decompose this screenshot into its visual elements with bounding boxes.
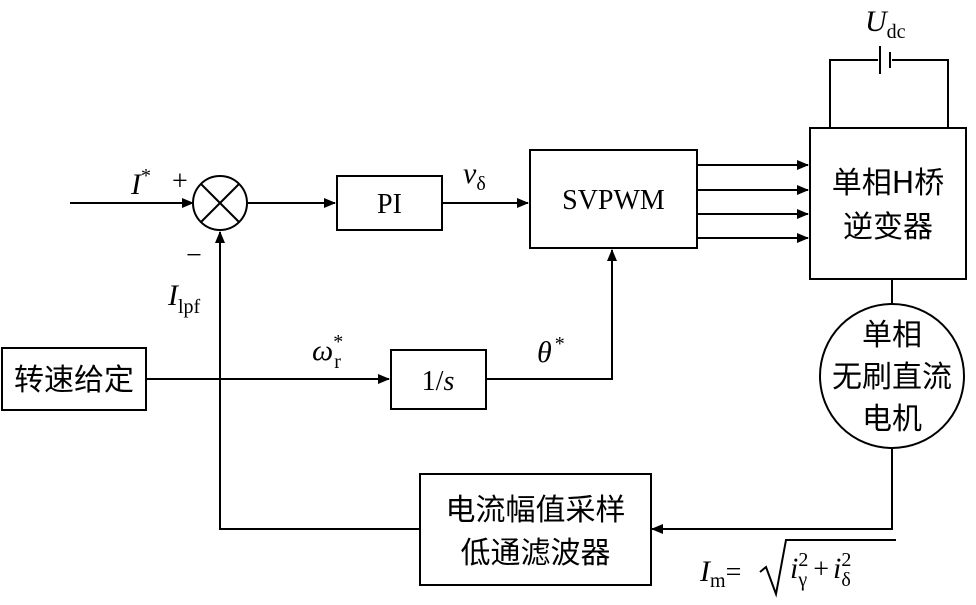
integrator-block: 1/s <box>390 349 487 410</box>
speed-ref-block: 转速给定 <box>1 347 147 411</box>
feedback-wire <box>215 231 420 530</box>
dc-supply-wire-left <box>829 59 878 128</box>
angle-label: θ* <box>537 333 565 369</box>
angle-wire <box>486 249 617 380</box>
inverter-label-line1: 单相H桥 <box>832 166 945 201</box>
motor-to-sampler-wire <box>651 448 893 534</box>
sampler-filter-block: 电流幅值采样 低通滤波器 <box>419 473 652 586</box>
speed-ref-label: 转速给定 <box>14 363 134 398</box>
svpwm-label: SVPWM <box>562 185 665 216</box>
pi-label: PI <box>377 189 402 220</box>
svpwm-block: SVPWM <box>529 149 698 249</box>
inverter-block: 单相H桥 逆变器 <box>809 127 967 280</box>
inverter-label-line2: 逆变器 <box>843 210 933 245</box>
svg-text:i2γ+i2δ: i2γ+i2δ <box>790 549 851 591</box>
plus-sign: + <box>172 166 188 197</box>
current-ref-label: I* <box>130 165 151 201</box>
pi-output-label: vδ <box>463 157 486 195</box>
summing-junction <box>192 175 248 231</box>
svg-text:Im=: Im= <box>699 555 741 592</box>
feedback-label: Ilpf <box>167 279 201 318</box>
pi-block: PI <box>336 175 443 231</box>
motor-label-line2: 无刷直流 <box>832 360 952 395</box>
sampler-label-line1: 电流幅值采样 <box>446 493 626 528</box>
motor-label-line1: 单相 <box>862 318 922 353</box>
sampler-label-line2: 低通滤波器 <box>461 536 611 571</box>
speed-signal-label: ω*r <box>312 331 343 373</box>
minus-sign: − <box>186 240 202 271</box>
motor-label-line3: 电机 <box>862 402 922 437</box>
motor-block: 单相 无刷直流 电机 <box>819 303 965 449</box>
sqrt-sign <box>759 539 896 598</box>
dc-supply-wire-right <box>892 59 949 128</box>
integrator-label: 1/s <box>422 366 455 397</box>
dc-voltage-label: Udc <box>865 5 906 43</box>
